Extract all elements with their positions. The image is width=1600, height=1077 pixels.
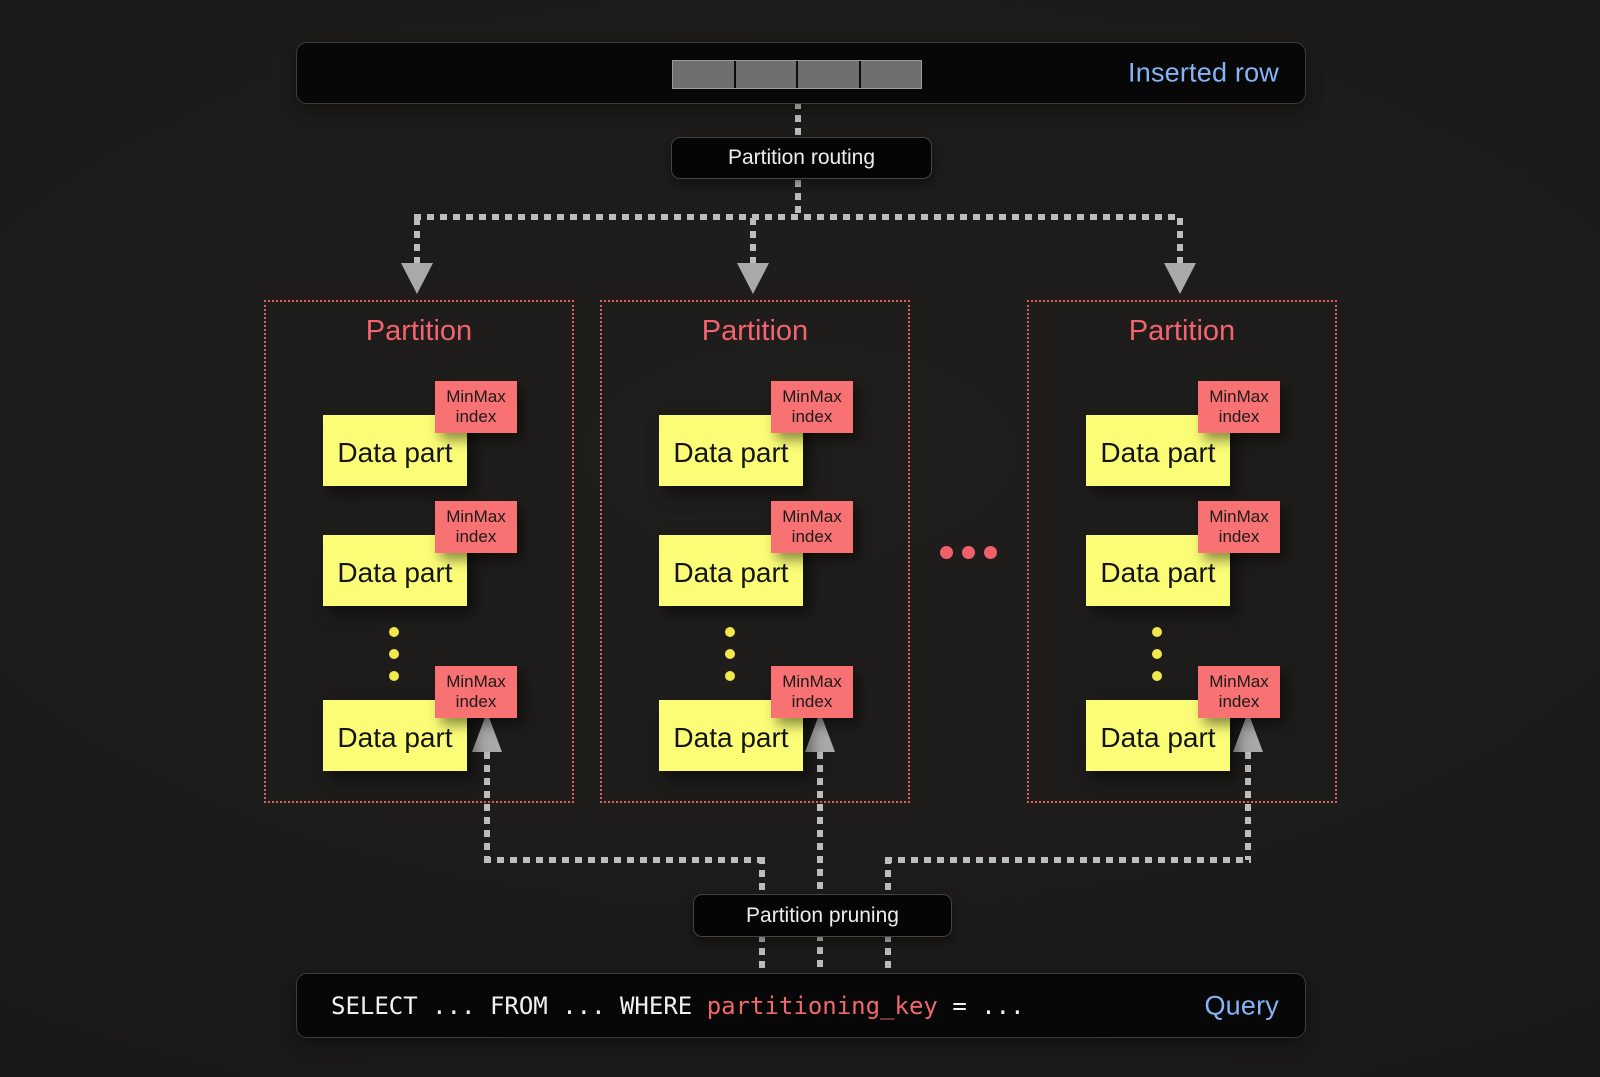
data-part: MinMax index Data part bbox=[1086, 666, 1280, 771]
inserted-row-panel: Inserted row bbox=[296, 42, 1306, 104]
more-parts-dots-icon bbox=[389, 627, 399, 681]
arrow-down-icon bbox=[737, 263, 769, 294]
row-segment bbox=[798, 61, 859, 88]
minmax-index-badge: MinMax index bbox=[771, 381, 853, 433]
data-part: MinMax index Data part bbox=[1086, 501, 1280, 606]
row-segment bbox=[735, 61, 796, 88]
data-part-label: Data part bbox=[673, 721, 789, 753]
routing-branch-line bbox=[414, 214, 1180, 220]
data-part: MinMax index Data part bbox=[1086, 381, 1280, 486]
data-part-label: Data part bbox=[1100, 556, 1216, 588]
partition-title: Partition bbox=[1128, 315, 1236, 347]
minmax-index-badge: MinMax index bbox=[771, 501, 853, 553]
query-code-suffix: = ... bbox=[937, 991, 1025, 1020]
inserted-row-segments bbox=[672, 60, 922, 89]
partition-box-3: Partition MinMax index Data part MinMax … bbox=[1027, 300, 1337, 803]
ellipsis-icon bbox=[940, 546, 997, 559]
row-segment bbox=[860, 61, 921, 88]
minmax-index-badge: MinMax index bbox=[1198, 666, 1280, 718]
partition-title: Partition bbox=[701, 315, 809, 347]
partition-box-1: Partition MinMax index Data part MinMax … bbox=[264, 300, 574, 803]
minmax-index-badge: MinMax index bbox=[1198, 501, 1280, 553]
inserted-row-label: Inserted row bbox=[1128, 57, 1279, 88]
routing-drop-line-1 bbox=[414, 218, 420, 263]
data-part-label: Data part bbox=[337, 436, 453, 468]
row-segment bbox=[673, 61, 734, 88]
arrow-down-icon bbox=[401, 263, 433, 294]
data-part-label: Data part bbox=[1100, 436, 1216, 468]
more-parts-dots-icon bbox=[725, 627, 735, 681]
arrow-up-icon bbox=[472, 712, 502, 752]
partition-title: Partition bbox=[365, 315, 473, 347]
data-part-label: Data part bbox=[1100, 721, 1216, 753]
pruning-line-1 bbox=[484, 752, 490, 860]
minmax-index-badge: MinMax index bbox=[435, 501, 517, 553]
query-panel: SELECT ... FROM ... WHERE partitioning_k… bbox=[296, 973, 1306, 1038]
data-part: MinMax index Data part bbox=[659, 501, 853, 606]
query-code: SELECT ... FROM ... WHERE partitioning_k… bbox=[331, 992, 1025, 1020]
partition-pruning-tag: Partition pruning bbox=[693, 894, 952, 937]
partition-routing-tag: Partition routing bbox=[671, 137, 932, 179]
arrow-up-icon bbox=[805, 712, 835, 752]
data-part-label: Data part bbox=[673, 436, 789, 468]
data-part-label: Data part bbox=[337, 556, 453, 588]
routing-drop-line-3 bbox=[1177, 218, 1183, 263]
data-part-label: Data part bbox=[673, 556, 789, 588]
arrow-up-icon bbox=[1233, 712, 1263, 752]
pruning-connector-left bbox=[484, 857, 765, 863]
data-part: MinMax index Data part bbox=[659, 666, 853, 771]
arrow-down-icon bbox=[1164, 263, 1196, 294]
data-part: MinMax index Data part bbox=[659, 381, 853, 486]
query-code-prefix: SELECT ... FROM ... WHERE bbox=[331, 991, 707, 1020]
data-part: MinMax index Data part bbox=[323, 501, 517, 606]
pruning-line-3 bbox=[1245, 752, 1251, 860]
query-label: Query bbox=[1204, 990, 1279, 1020]
data-part-label: Data part bbox=[337, 721, 453, 753]
data-part: MinMax index Data part bbox=[323, 666, 517, 771]
data-part: MinMax index Data part bbox=[323, 381, 517, 486]
minmax-index-badge: MinMax index bbox=[1198, 381, 1280, 433]
more-parts-dots-icon bbox=[1152, 627, 1162, 681]
routing-drop-line-2 bbox=[750, 218, 756, 263]
minmax-index-badge: MinMax index bbox=[435, 666, 517, 718]
pruning-connector-right bbox=[885, 857, 1251, 863]
minmax-index-badge: MinMax index bbox=[435, 381, 517, 433]
pruning-line-2 bbox=[817, 752, 823, 973]
query-partitioning-key: partitioning_key bbox=[706, 991, 938, 1020]
minmax-index-badge: MinMax index bbox=[771, 666, 853, 718]
partition-box-2: Partition MinMax index Data part MinMax … bbox=[600, 300, 910, 803]
